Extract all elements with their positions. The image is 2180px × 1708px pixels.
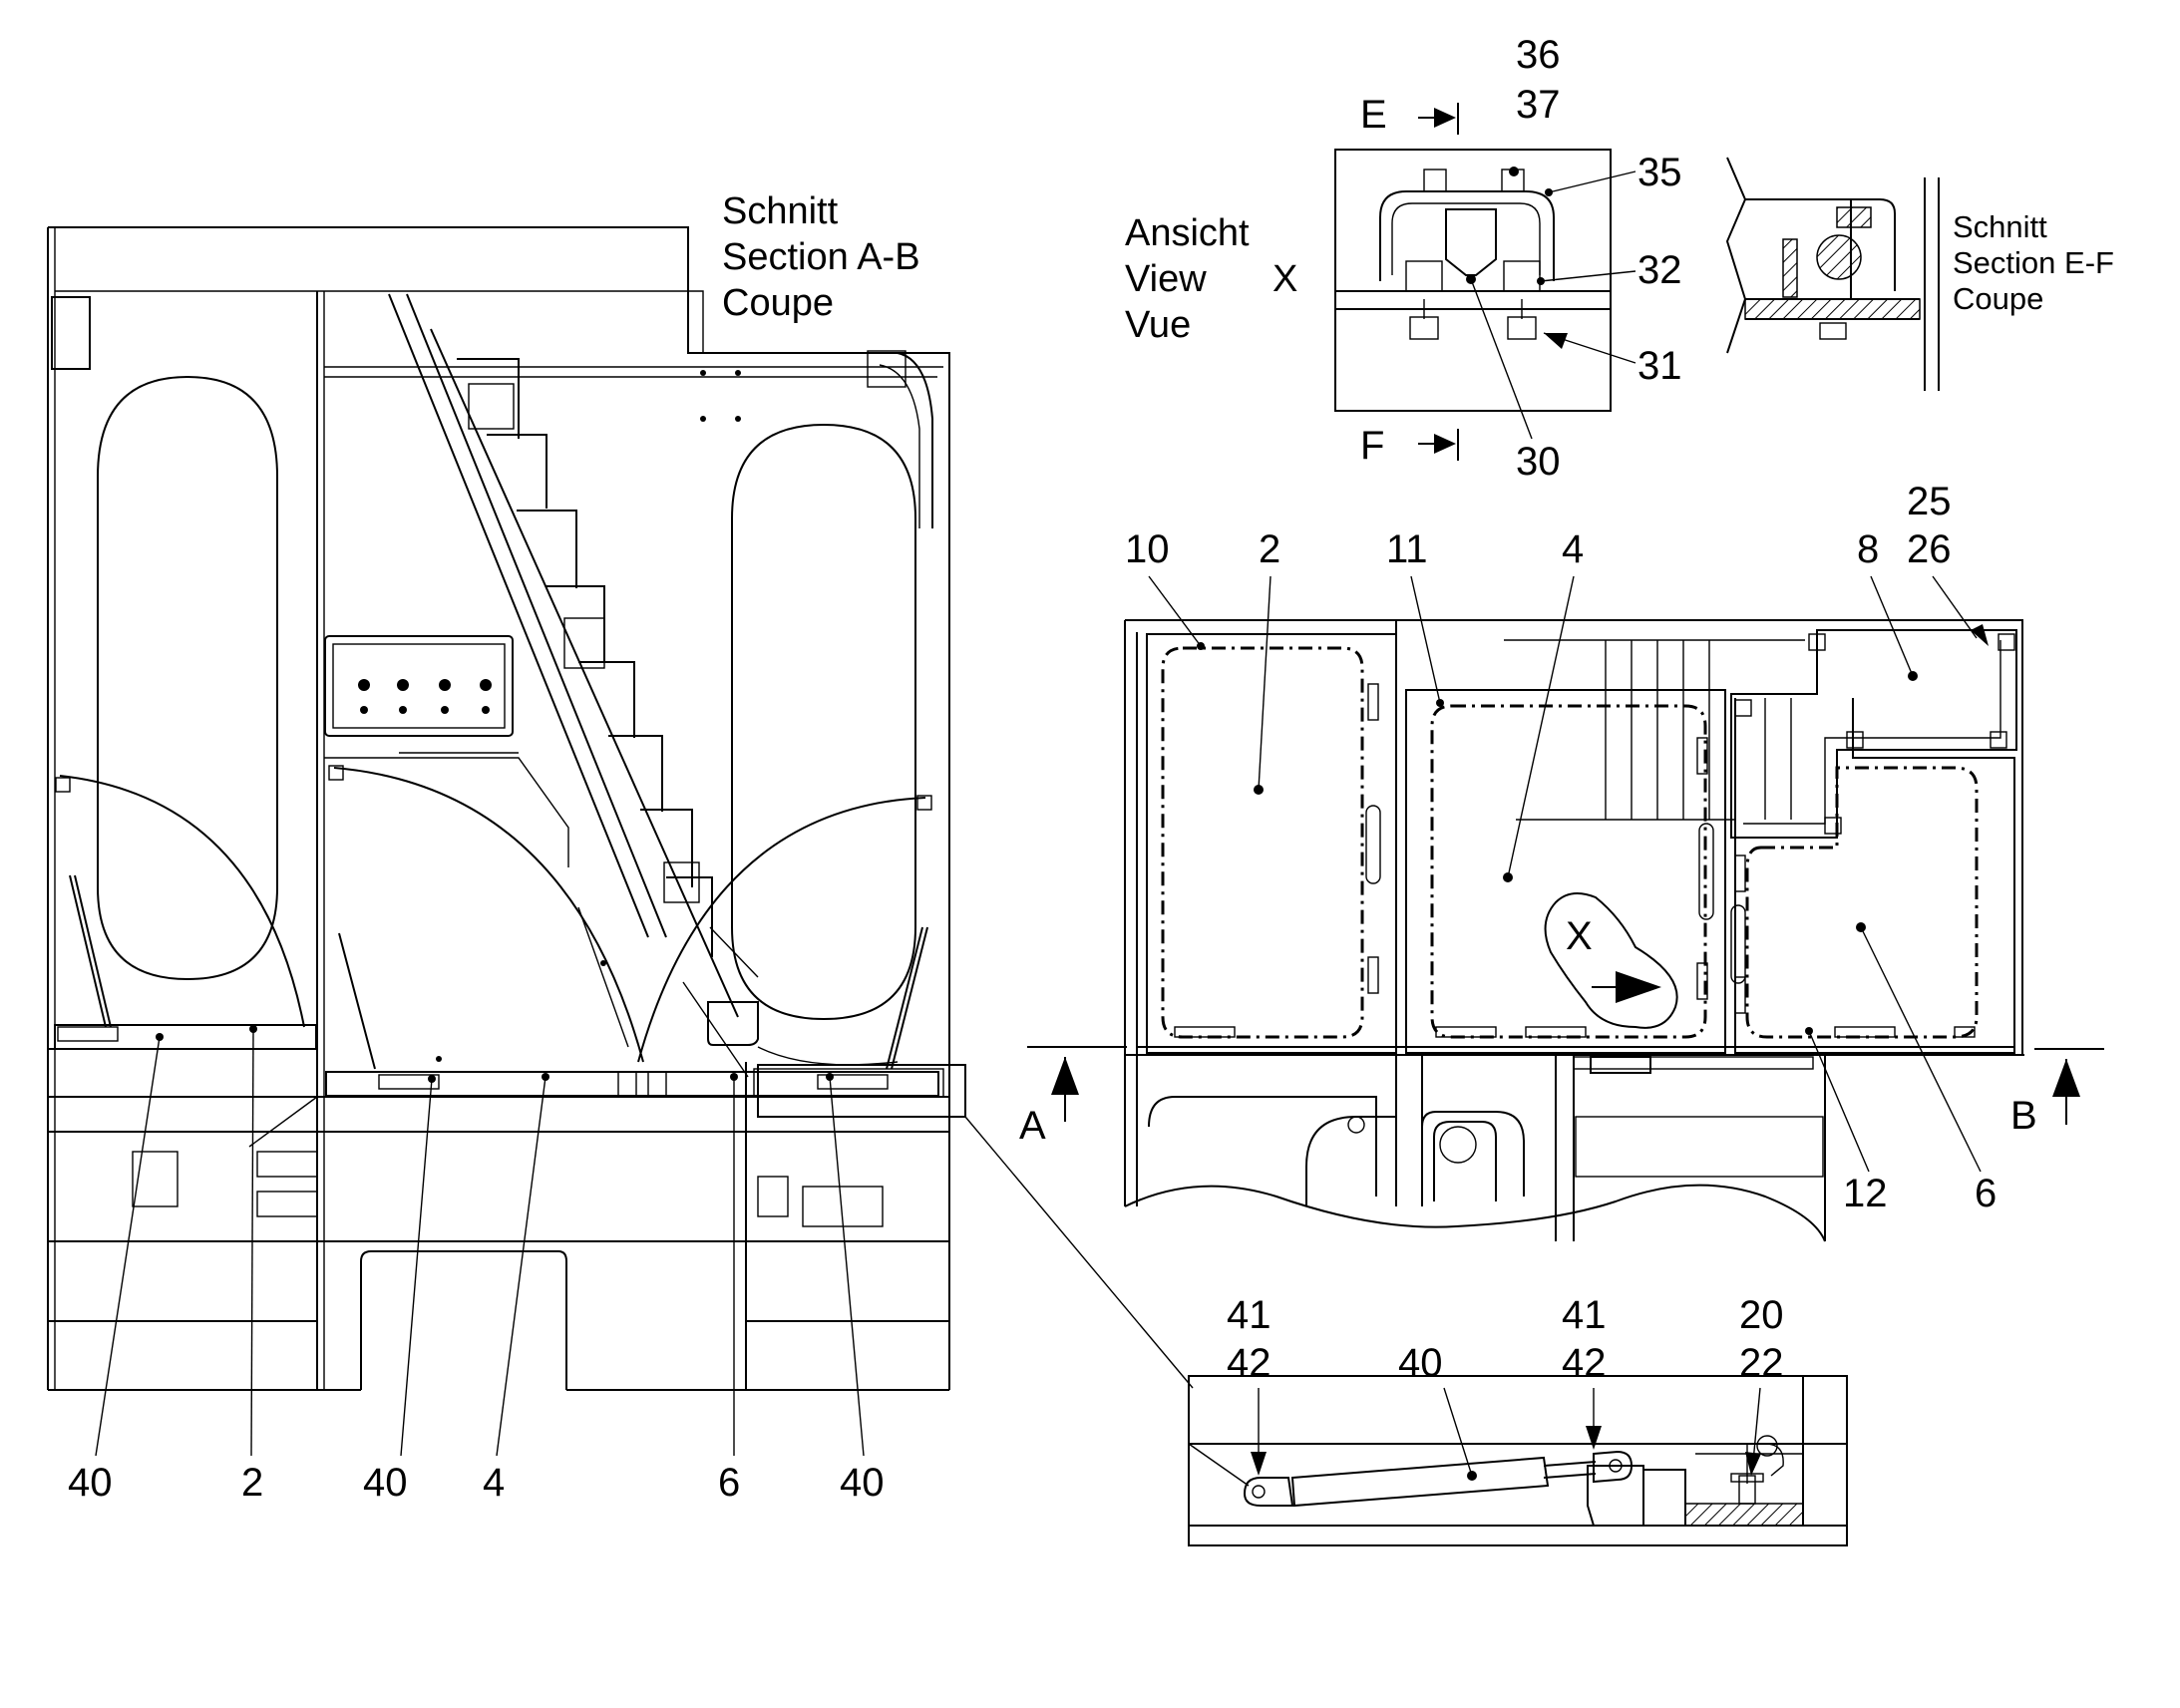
callout: 40 <box>1398 1341 1443 1385</box>
callout: 37 <box>1516 83 1561 127</box>
callout: 40 <box>363 1461 408 1505</box>
callout: 22 <box>1739 1341 1784 1385</box>
cut-letter-e: E <box>1360 93 1387 137</box>
callout: 2 <box>1259 527 1280 571</box>
gas-strut-detail <box>1188 1375 1848 1546</box>
callout: 4 <box>483 1461 505 1505</box>
callouts-view-x: 36 37 35 32 31 30 <box>1516 33 1682 484</box>
callout: 41 <box>1562 1293 1607 1337</box>
view-x-detail <box>1334 103 1636 461</box>
callouts-plan: 10 2 11 4 25 26 8 12 6 <box>1125 480 1997 1215</box>
callout: 10 <box>1125 527 1170 571</box>
callout: 26 <box>1907 527 1952 571</box>
caption-line: Ansicht <box>1125 212 1250 254</box>
callout: 40 <box>840 1461 885 1505</box>
callout: 42 <box>1562 1341 1607 1385</box>
callout: 36 <box>1516 33 1561 77</box>
view-x-marker: X <box>1566 914 1593 958</box>
view-x-caption: Ansicht View Vue X <box>1125 212 1297 346</box>
callout: 31 <box>1637 344 1682 388</box>
cut-letters: E F A B X <box>1019 93 2037 1148</box>
callout: 25 <box>1907 480 1952 523</box>
callout: 4 <box>1562 527 1584 571</box>
caption-line: Vue <box>1125 304 1191 346</box>
caption-line: Section E-F <box>1953 245 2114 280</box>
caption-line: Coupe <box>722 282 834 324</box>
callout: 42 <box>1227 1341 1272 1385</box>
callout: 12 <box>1843 1172 1888 1215</box>
callout: 41 <box>1227 1293 1272 1337</box>
callouts-left: 40 2 40 4 6 40 <box>68 1461 885 1505</box>
callout: 30 <box>1516 440 1561 484</box>
caption-line: View <box>1125 258 1207 300</box>
callout: 6 <box>718 1461 740 1505</box>
section-ab-caption: Schnitt Section A-B Coupe <box>722 190 920 324</box>
section-ab-view <box>47 226 1194 1457</box>
callout: 11 <box>1386 527 1428 571</box>
callout: 20 <box>1739 1293 1784 1337</box>
cut-letter-a: A <box>1019 1104 1046 1148</box>
section-ef-detail <box>1725 157 1940 391</box>
callout: 2 <box>241 1461 263 1505</box>
view-letter: X <box>1272 258 1297 300</box>
section-ef-caption: Schnitt Section E-F Coupe <box>1953 209 2114 316</box>
caption-line: Schnitt <box>722 190 839 232</box>
plan-view <box>1027 575 2104 1242</box>
cut-letter-f: F <box>1360 424 1384 468</box>
callouts-detail: 41 42 40 41 42 20 22 <box>1227 1293 1784 1385</box>
callout: 32 <box>1637 248 1682 292</box>
cut-letter-b: B <box>2010 1094 2037 1138</box>
caption-line: Section A-B <box>722 236 920 278</box>
callout: 35 <box>1637 151 1682 194</box>
caption-line: Coupe <box>1953 281 2043 316</box>
callout: 40 <box>68 1461 113 1505</box>
callout: 6 <box>1975 1172 1997 1215</box>
caption-line: Schnitt <box>1953 209 2047 244</box>
callout: 8 <box>1857 527 1879 571</box>
